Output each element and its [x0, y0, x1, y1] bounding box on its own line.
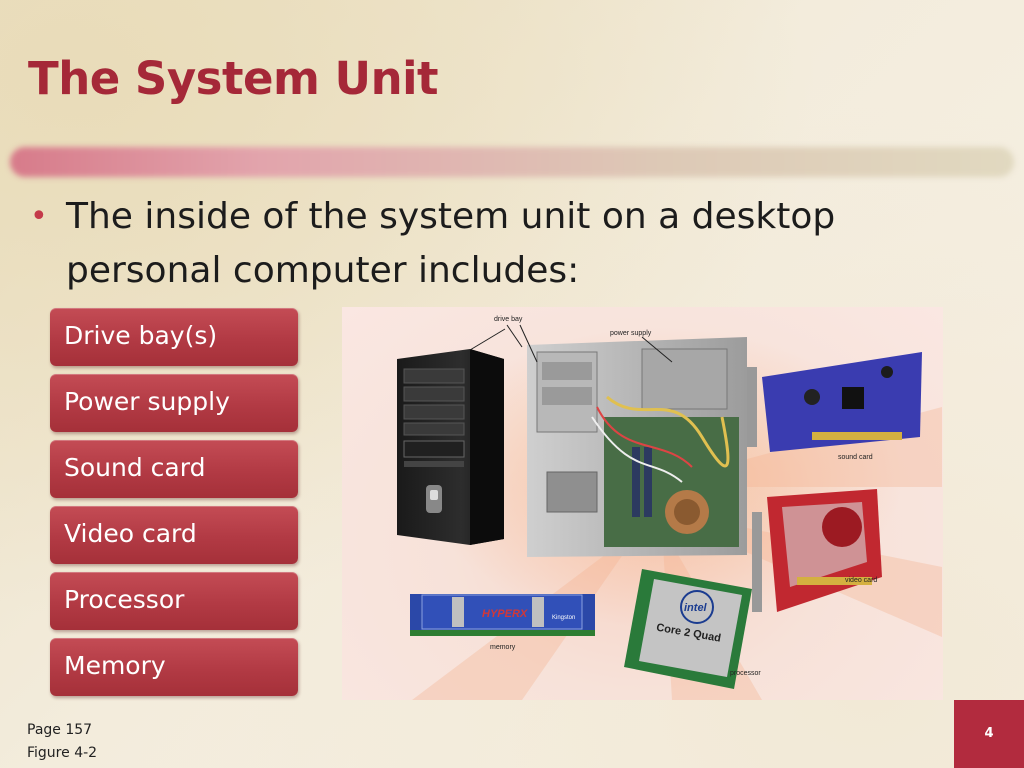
component-item-sound-card: Sound card — [50, 440, 298, 498]
memory-module — [410, 594, 595, 636]
bullet-text: The inside of the system unit on a deskt… — [66, 196, 836, 291]
component-item-video-card: Video card — [50, 506, 298, 564]
label-memory: memory — [490, 644, 516, 651]
video-card — [752, 489, 882, 612]
slide-title: The System Unit — [28, 52, 439, 105]
label-drive-bay: drive bay — [494, 316, 523, 323]
label-sound-card: sound card — [838, 454, 873, 461]
ram-brand-text: HYPERX — [482, 608, 528, 620]
label-processor: processor — [730, 670, 761, 677]
processor-chip — [624, 569, 752, 689]
open-case — [527, 337, 747, 557]
component-item-drive-bay: Drive bay(s) — [50, 308, 298, 366]
chip-brand-text: intel — [684, 602, 708, 614]
system-unit-illustration: drive bay power supply sound card video … — [397, 316, 942, 700]
component-item-processor: Processor — [50, 572, 298, 630]
system-unit-figure: drive bay power supply sound card video … — [342, 307, 943, 700]
component-item-memory: Memory — [50, 638, 298, 696]
title-underline-bar — [10, 147, 1014, 177]
desktop-tower — [397, 349, 504, 545]
component-item-power-supply: Power supply — [50, 374, 298, 432]
bullet-icon: • — [30, 199, 48, 234]
slide-number: 4 — [954, 700, 1024, 768]
footer-figure-ref: Figure 4-2 — [27, 745, 98, 761]
label-video-card: video card — [845, 577, 877, 584]
ram-maker-text: Kingston — [552, 615, 575, 621]
footer-page-ref: Page 157 — [27, 722, 93, 738]
sound-card — [747, 352, 922, 452]
label-power-supply: power supply — [610, 330, 652, 337]
